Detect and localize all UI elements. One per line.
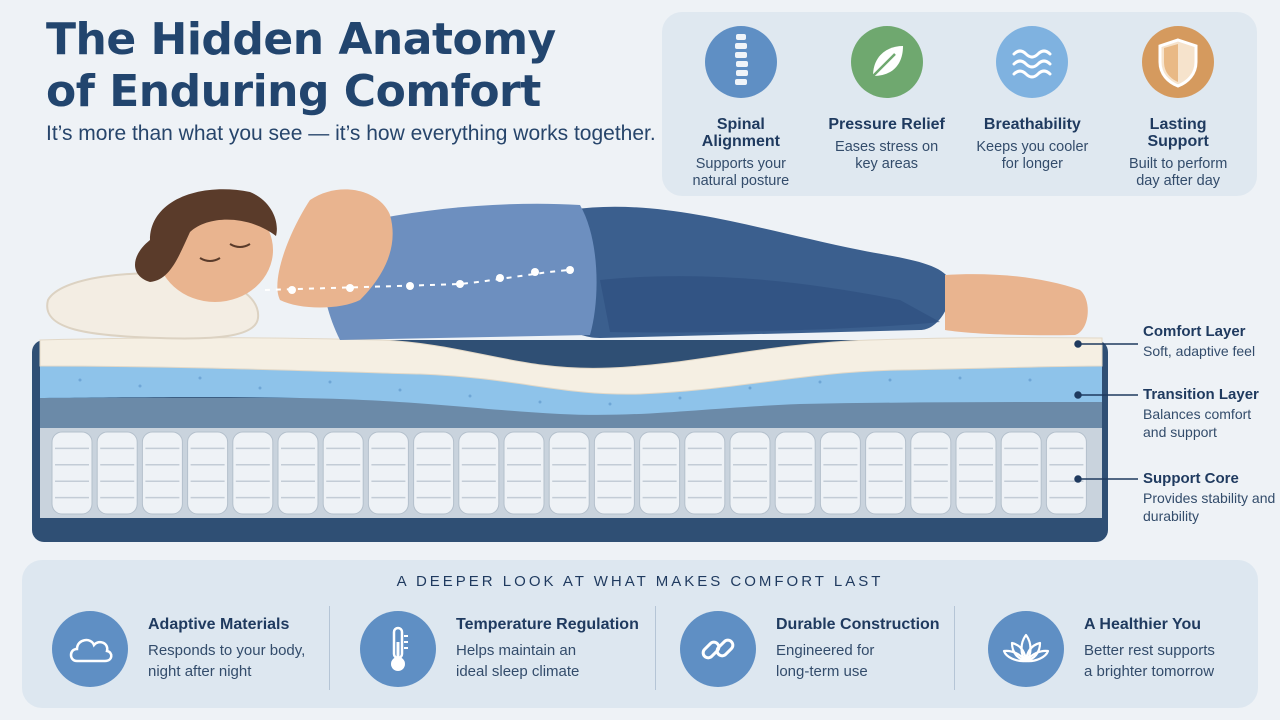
feature-desc: Better rest supports a brighter tomorrow: [1084, 640, 1215, 682]
feature-durable-construction: Durable Construction Engineered for long…: [680, 604, 940, 694]
page-subtitle: It’s more than what you see — it’s how e…: [46, 122, 656, 145]
eyelid: [199, 257, 221, 262]
leaf-icon: [850, 26, 923, 98]
transition-layer-label: Transition Layer Balances comfort and su…: [1143, 386, 1278, 441]
benefit-pressure-relief: Pressure Relief Eases stress on key area…: [814, 26, 960, 196]
layer-desc: Balances comfort and support: [1143, 406, 1252, 440]
feature-desc: Helps maintain an ideal sleep climate: [456, 640, 639, 682]
waves-icon: [996, 26, 1069, 98]
benefit-title: Pressure Relief: [828, 116, 945, 133]
coil-spring: [232, 431, 274, 515]
sleeper-feet: [945, 274, 1088, 336]
feature-title: Temperature Regulation: [456, 616, 639, 633]
feature-desc-line: Responds to your body,: [148, 642, 306, 659]
layer-title: Comfort Layer: [1143, 323, 1246, 340]
benefit-spinal-alignment: Spinal Alignment Supports your natural p…: [668, 26, 814, 196]
lotus-icon: [988, 611, 1064, 687]
mattress-illustration: [32, 189, 1138, 542]
benefit-lasting-support: Lasting Support Built to perform day aft…: [1105, 26, 1251, 196]
divider: [655, 606, 656, 690]
spine-alignment-dots: [264, 266, 574, 294]
layer-title: Transition Layer: [1143, 386, 1259, 403]
feature-desc-line: night after night: [148, 663, 252, 680]
coil-spring: [367, 431, 409, 515]
feature-desc: Engineered for long-term use: [776, 640, 940, 682]
coil-spring: [819, 431, 861, 515]
sleeper-arm: [277, 189, 393, 308]
spine-icon: [704, 26, 777, 98]
coil-spring: [141, 431, 183, 515]
layer-desc: Provides stability and durability: [1143, 490, 1276, 524]
mattress: [32, 337, 1108, 542]
benefit-breathability: Breathability Keeps you cooler for longe…: [960, 26, 1106, 196]
feature-desc-line: a brighter tomorrow: [1084, 663, 1215, 680]
title-line-1: The Hidden Anatomy: [46, 14, 556, 65]
coil-spring: [865, 431, 907, 515]
coil-spring: [1045, 431, 1087, 515]
feature-desc: Responds to your body, night after night: [148, 640, 305, 682]
support-core-label: Support Core Provides stability and dura…: [1143, 470, 1278, 525]
sleeper-hair: [135, 189, 277, 282]
feature-title: Durable Construction: [776, 616, 940, 633]
coil-spring: [548, 431, 590, 515]
coil-spring: [277, 431, 319, 515]
coil-spring: [96, 431, 138, 515]
coil-spring: [51, 431, 93, 515]
chain-link-icon: [680, 611, 756, 687]
feature-title: Adaptive Materials: [148, 616, 290, 633]
benefits-panel: Spinal Alignment Supports your natural p…: [662, 12, 1257, 196]
cloud-icon: [52, 611, 128, 687]
features-panel: A DEEPER LOOK AT WHAT MAKES COMFORT LAST…: [22, 560, 1258, 708]
coil-spring: [1000, 431, 1042, 515]
feature-title: A Healthier You: [1084, 616, 1202, 633]
layer-callouts: [1074, 340, 1138, 483]
benefit-title: Lasting Support: [1147, 116, 1209, 150]
layer-title: Support Core: [1143, 470, 1239, 487]
coil-spring: [458, 431, 500, 515]
benefit-desc: Eases stress on key areas: [835, 139, 939, 172]
shield-icon: [1142, 26, 1215, 98]
coil-spring: [955, 431, 997, 515]
benefit-desc: Keeps you cooler for longer: [976, 139, 1089, 172]
layer-desc: Soft, adaptive feel: [1143, 343, 1256, 359]
feature-desc-line: ideal sleep climate: [456, 663, 580, 680]
coil-spring: [910, 431, 952, 515]
coil-row: [51, 431, 1087, 515]
feature-temperature-regulation: Temperature Regulation Helps maintain an…: [360, 604, 639, 694]
coil-spring: [413, 431, 455, 515]
foam-dots: [78, 376, 1032, 406]
coil-spring: [593, 431, 635, 515]
feature-desc-line: Better rest supports: [1084, 642, 1215, 659]
feature-desc-line: long-term use: [776, 663, 868, 680]
features-heading: A DEEPER LOOK AT WHAT MAKES COMFORT LAST: [396, 573, 884, 590]
feature-desc-line: Engineered for: [776, 642, 875, 659]
eyelid: [229, 243, 251, 248]
benefit-title: Spinal Alignment: [701, 116, 780, 150]
title-line-2: of Enduring Comfort: [46, 66, 541, 117]
feature-adaptive-materials: Adaptive Materials Responds to your body…: [52, 604, 305, 694]
benefit-desc: Supports your natural posture: [692, 156, 790, 189]
comfort-layer-label: Comfort Layer Soft, adaptive feel: [1143, 323, 1278, 360]
coil-spring: [639, 431, 681, 515]
coil-spring: [503, 431, 545, 515]
divider: [954, 606, 955, 690]
thermometer-icon: [360, 611, 436, 687]
coil-spring: [322, 431, 364, 515]
coil-spring: [774, 431, 816, 515]
sleeper-leg-lower: [600, 276, 940, 333]
coil-spring: [187, 431, 229, 515]
coil-spring: [729, 431, 771, 515]
comfort-layer: [39, 337, 1103, 395]
page-title: The Hidden Anatomy of Enduring Comfort: [46, 14, 646, 118]
benefit-title: Breathability: [983, 116, 1081, 133]
divider: [329, 606, 330, 690]
feature-healthier-you: A Healthier You Better rest supports a b…: [988, 604, 1215, 694]
benefit-desc: Built to perform day after day: [1128, 156, 1228, 189]
feature-desc-line: Helps maintain an: [456, 642, 577, 659]
coil-spring: [684, 431, 726, 515]
